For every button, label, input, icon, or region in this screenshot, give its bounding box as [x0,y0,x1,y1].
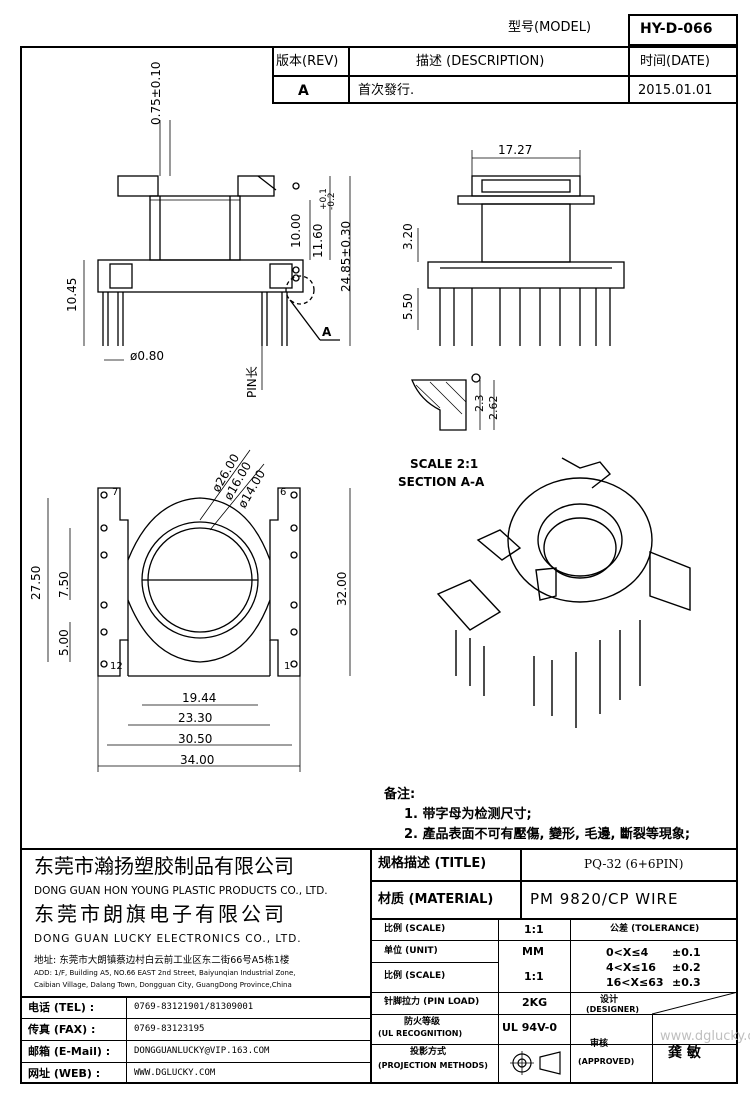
model-value: HY-D-066 [640,21,713,37]
date-value: 2015.01.01 [638,83,713,98]
tol-value-3: ±0.3 [672,976,701,989]
tolerance-label: 公差 (TOLERANCE) [610,924,700,934]
watermark: www.dglucky.com [660,1029,750,1044]
pin-number-1: 1 [284,661,291,672]
scale2-label: 比例 (SCALE) [384,971,446,981]
ul-value: UL 94V-0 [502,1021,558,1034]
tol-range-3: 16<X≤63 [606,976,664,989]
isometric-view [436,457,691,728]
material-label: 材质 (MATERIAL) [378,892,494,907]
company2-name-en: DONG GUAN LUCKY ELECTRONICS CO., LTD. [34,933,302,945]
dim-5-00: 5.00 [57,629,71,656]
pin-length-label: PIN长 [245,366,259,398]
projection-symbol-icon [510,1051,561,1075]
contact-label-email: 邮箱 (E-Mail) : [28,1045,111,1058]
section-marker: A [322,325,332,339]
front-view [83,120,351,390]
dim-30-50: 30.50 [178,732,213,746]
dim-27-50: 27.50 [29,565,43,600]
approved-value: 龚 敏 [668,1045,701,1061]
pin-number-7: 7 [112,487,119,498]
company2-name-cn: 东莞市朗旗电子有限公司 [34,902,287,926]
ul-label-cn: 防火等级 [404,1017,441,1027]
bottom-view [47,449,351,772]
title-label: 规格描述 (TITLE) [378,856,487,871]
contact-label-fax: 传真 (FAX) : [28,1023,96,1036]
dim-32-00: 32.00 [335,571,349,606]
dim-0-75: 0.75±0.10 [149,61,163,126]
pin-number-6: 6 [280,487,287,498]
title-value: PQ-32 (6+6PIN) [584,857,684,871]
unit-value: MM [522,945,544,958]
dim-2-3: 2.3 [473,394,486,413]
model-label: 型号(MODEL) [508,20,592,35]
projection-label-en: (PROJECTION METHODS) [378,1061,488,1070]
dim-11-60: 11.60 [311,223,325,258]
section-view [411,373,495,431]
scale-value: 1:1 [524,923,544,936]
approved-label-en: (APPROVED) [578,1057,635,1066]
side-view [417,150,625,346]
projection-label-cn: 投影方式 [410,1047,447,1057]
designer-label-cn: 设计 [600,995,619,1005]
dim-3-20: 3.20 [401,223,415,250]
address-cn: 地址: 东莞市大朗镇蔡边村白云前工业区东二街66号A5栋1楼 [34,955,290,966]
contact-value-web: WWW.DGLUCKY.COM [134,1068,216,1078]
company1-name-en: DONG GUAN HON YOUNG PLASTIC PRODUCTS CO.… [34,885,328,897]
dim-2-62: 2.62 [487,395,500,421]
address-en-2: Caibian Village, Dalang Town, Dongguan C… [34,981,292,989]
date-label: 时间(DATE) [640,54,710,69]
desc-value: 首次發行. [358,83,415,98]
dim-23-30: 23.30 [178,711,213,725]
note-2: 2. 產品表面不可有壓傷, 變形, 毛邊, 斷裂等現象; [404,827,691,842]
tol-range-2: 4<X≤16 [606,961,656,974]
tol-range-1: 0<X≤4 [606,946,649,959]
dim-17-27: 17.27 [498,143,533,157]
scale-note-line1: SCALE 2:1 [410,457,479,471]
contact-label-tel: 电话 (TEL) : [28,1001,95,1014]
dim-7-50: 7.50 [57,571,71,598]
rev-label: 版本(REV) [276,54,339,69]
dim-24-85: 24.85±0.30 [339,220,353,292]
desc-label: 描述 (DESCRIPTION) [416,54,545,69]
dim-10-45: 10.45 [65,277,79,312]
model-box [628,14,738,46]
ul-label-en: (UL RECOGNITION) [378,1029,463,1038]
dim-0-80: ø0.80 [130,349,165,363]
dim-tol-minus: -0.2 [327,192,337,210]
contact-value-fax: 0769-83123195 [134,1024,205,1034]
company1-name-cn: 东莞市瀚扬塑胶制品有限公司 [34,854,294,878]
approved-label-cn: 审核 [590,1039,609,1049]
tol-value-2: ±0.2 [672,961,701,974]
address-en-1: ADD: 1/F, Building A5, NO.66 EAST 2nd St… [34,969,296,977]
note-1: 1. 带字母为检测尺寸; [404,807,532,822]
rev-value: A [298,83,309,99]
pin-load-label: 针脚拉力 (PIN LOAD) [384,997,480,1007]
dim-34-00: 34.00 [180,753,215,767]
dim-19-44: 19.44 [182,691,217,705]
scale-note-line2: SECTION A-A [398,475,485,489]
contact-label-web: 网址 (WEB) : [28,1067,101,1080]
pin-number-12: 12 [110,661,123,672]
contact-value-email: DONGGUANLUCKY@VIP.163.COM [134,1046,270,1056]
contact-value-tel: 0769-83121901/81309001 [134,1002,254,1012]
material-value: PM 9820/CP WIRE [530,890,679,908]
designer-empty-cell [652,992,738,1014]
dim-10-00: 10.00 [289,213,303,248]
unit-label: 单位 (UNIT) [384,946,438,956]
designer-label-en: (DESIGNER) [586,1005,640,1014]
technical-drawing [47,120,691,772]
scale-label: 比例 (SCALE) [384,924,446,934]
scale2-value: 1:1 [524,970,544,983]
pin-load-value: 2KG [522,996,548,1009]
tol-value-1: ±0.1 [672,946,701,959]
notes-title: 备注: [384,787,416,802]
dim-5-50: 5.50 [401,293,415,320]
